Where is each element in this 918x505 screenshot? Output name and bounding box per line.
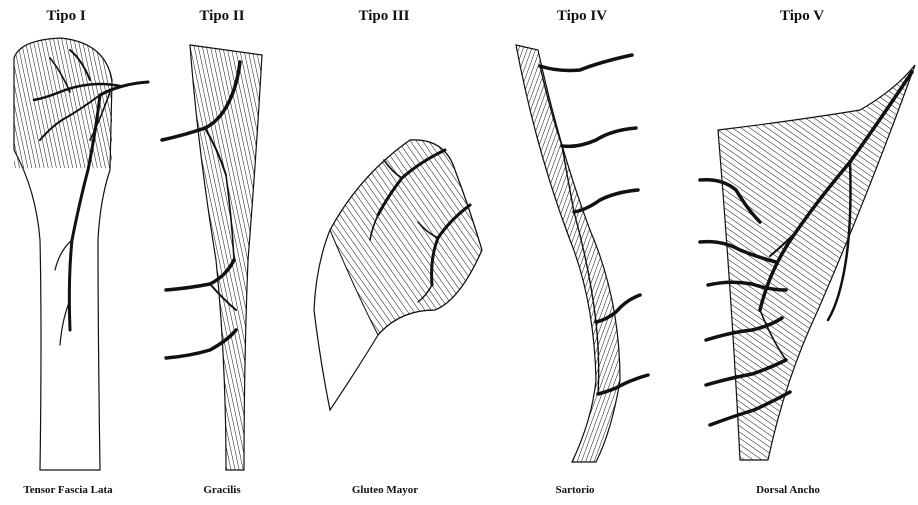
panel-caption-tipo-5: Dorsal Ancho xyxy=(756,484,820,496)
panel-title-tipo-1: Tipo I xyxy=(46,8,85,25)
tensor-fascia-lata-muscle xyxy=(10,36,148,470)
sartorio-muscle xyxy=(516,45,648,462)
panel-title-tipo-2: Tipo II xyxy=(199,8,244,25)
gluteo-mayor-muscle xyxy=(314,140,482,410)
panel-title-tipo-3: Tipo III xyxy=(358,8,409,25)
panel-caption-tipo-3: Gluteo Mayor xyxy=(352,484,418,496)
dorsal-ancho-muscle xyxy=(700,65,915,460)
panel-caption-tipo-1: Tensor Fascia Lata xyxy=(23,484,112,496)
panel-title-tipo-4: Tipo IV xyxy=(557,8,607,25)
panel-title-tipo-5: Tipo V xyxy=(780,8,824,25)
gracilis-muscle xyxy=(162,45,262,470)
panel-caption-tipo-2: Gracilis xyxy=(203,484,240,496)
panel-caption-tipo-4: Sartorio xyxy=(555,484,594,496)
